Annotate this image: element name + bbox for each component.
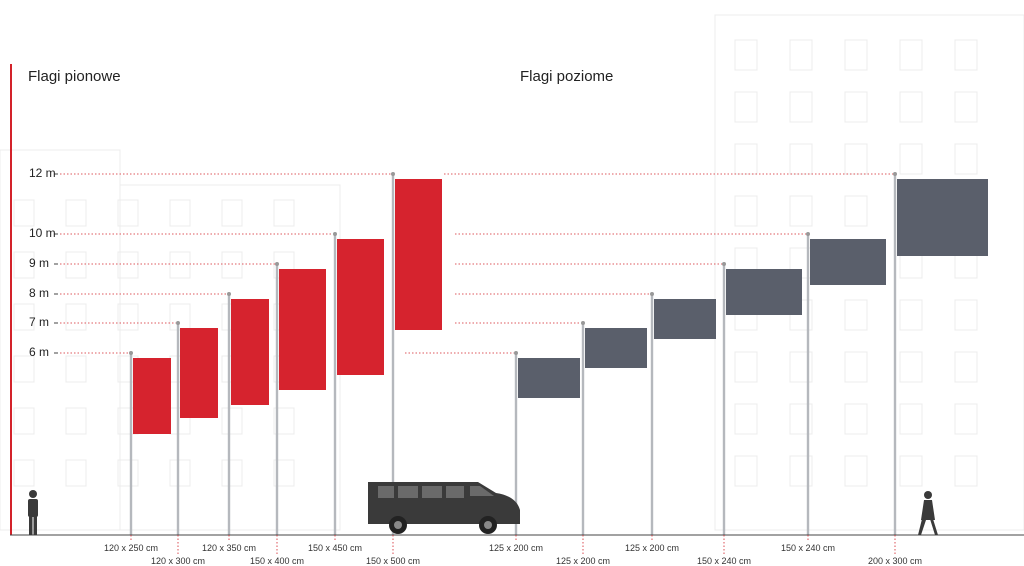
height-label: 9 m [29,256,50,270]
pole-cap [333,232,337,236]
pole-cap [514,351,518,355]
horizontal-size-label: 125 x 200 cm [624,543,680,553]
vertical-flag [395,179,442,330]
horizontal-flag-pole [514,353,518,535]
vertical-flag-pole [333,234,337,535]
height-label: 10 m [29,226,56,240]
height-guides [54,173,893,354]
height-label: 7 m [29,315,50,329]
horizontal-flag [654,299,716,339]
horizontal-flag [810,239,886,285]
pole-cap [391,172,395,176]
vertical-size-label: 150 x 400 cm [249,556,305,566]
vertical-flag-pole [176,323,180,535]
vertical-size-label: 120 x 250 cm [103,543,159,553]
height-label: 12 m [29,166,56,180]
vertical-flag [279,269,326,390]
horizontal-flag-pole [650,294,654,535]
height-label: 6 m [29,345,50,359]
horizontal-flags-heading: Flagi poziome [520,68,614,85]
person-icon [28,490,38,535]
vertical-size-label: 120 x 350 cm [201,543,257,553]
horizontal-size-label: 150 x 240 cm [696,556,752,566]
horizontal-size-label: 150 x 240 cm [780,543,836,553]
horizontal-flag [726,269,802,315]
horizontal-flag-pole [806,234,810,535]
pole-cap [275,262,279,266]
size-ticks [130,535,896,554]
horizontal-flag-pole [722,264,726,535]
person-walking-icon [918,491,938,535]
horizontal-flag-pole [581,323,585,535]
horizontal-size-label: 125 x 200 cm [555,556,611,566]
vertical-size-label: 120 x 300 cm [150,556,206,566]
pole-cap [227,292,231,296]
vertical-flag [180,328,218,418]
pole-cap [806,232,810,236]
vertical-flag-pole [227,294,231,535]
pole-cap [893,172,897,176]
flags [133,179,988,434]
flag-poles [129,172,897,535]
pole-cap [581,321,585,325]
horizontal-flag [518,358,580,398]
pole-cap [650,292,654,296]
vertical-flag-pole [275,264,279,535]
horizontal-flag-pole [893,174,897,535]
vertical-flag [231,299,269,405]
vertical-flag [337,239,384,375]
horizontal-size-label: 125 x 200 cm [488,543,544,553]
horizontal-flag [897,179,988,256]
pole-cap [129,351,133,355]
height-label: 8 m [29,286,50,300]
vertical-flag-pole [129,353,133,535]
vertical-flags-heading: Flagi pionowe [28,68,121,85]
vertical-size-label: 150 x 500 cm [365,556,421,566]
horizontal-flag [585,328,647,368]
horizontal-size-label: 200 x 300 cm [867,556,923,566]
vertical-size-label: 150 x 450 cm [307,543,363,553]
pole-cap [722,262,726,266]
pole-cap [176,321,180,325]
vertical-flag [133,358,171,434]
vertical-flag-pole [391,174,395,535]
accent-bar [10,64,12,535]
van-icon [368,482,520,534]
